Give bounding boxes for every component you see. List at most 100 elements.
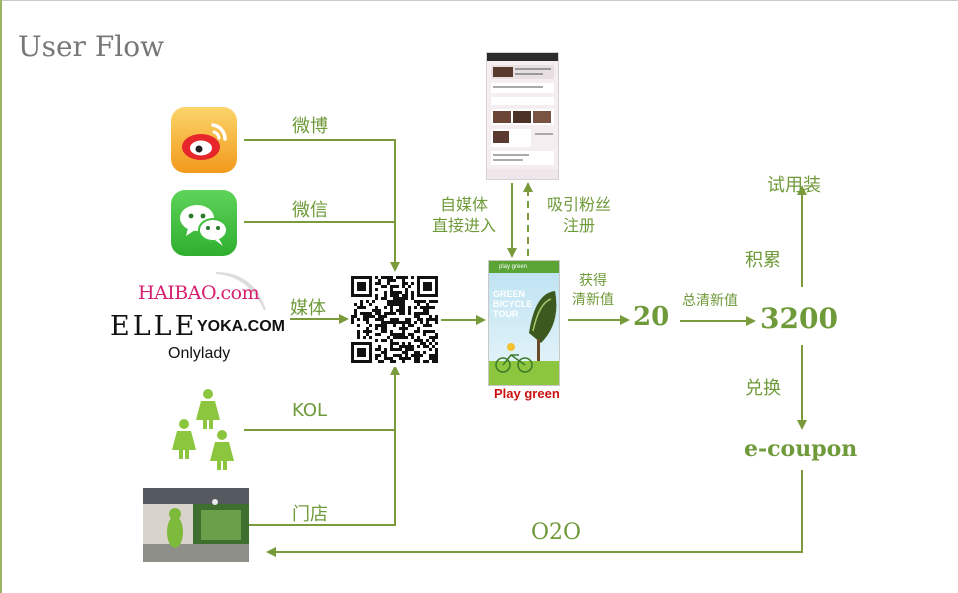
qr-module [375,276,378,279]
qr-module [402,360,405,363]
qr-module [390,291,393,294]
qr-module [399,306,402,309]
qr-module [369,345,372,348]
qr-module [363,351,366,354]
qr-module [396,354,399,357]
qr-module [351,285,354,288]
qr-module [384,330,387,333]
qr-module [360,312,363,315]
qr-module [372,300,375,303]
qr-module [414,357,417,360]
qr-module [417,312,420,315]
qr-module [360,351,363,354]
qr-module [411,282,414,285]
qr-module [384,315,387,318]
qr-module [420,306,423,309]
qr-module [426,312,429,315]
qr-module [381,321,384,324]
arrow-coupon-to-store [266,470,803,557]
qr-module [375,306,378,309]
qr-module [417,336,420,339]
qr-module [384,285,387,288]
qr-module [432,360,435,363]
qr-module [396,291,399,294]
qr-module [414,360,417,363]
qr-module [402,333,405,336]
poster-line-2: BICYCLE [493,299,533,309]
qr-module [426,324,429,327]
qr-module [420,312,423,315]
e-coupon-label: e-coupon [744,436,858,462]
qr-module [420,342,423,345]
qr-module [387,312,390,315]
qr-module [420,300,423,303]
qr-module [405,288,408,291]
qr-module [402,303,405,306]
qr-module [375,309,378,312]
wechat-icon [171,190,237,256]
qr-module [399,300,402,303]
qr-module [417,303,420,306]
qr-module [423,360,426,363]
qr-module [357,276,360,279]
qr-module [405,348,408,351]
qr-module [402,306,405,309]
qr-module [363,348,366,351]
qr-module [375,327,378,330]
qr-module [369,357,372,360]
qr-module [351,279,354,282]
attract-fans-label: 吸引粉丝 注册 [547,194,611,236]
qr-module [417,345,420,348]
qr-module [387,303,390,306]
qr-module [411,324,414,327]
qr-module [426,306,429,309]
qr-module [351,291,354,294]
app-header: play green [489,261,559,273]
qr-module [417,339,420,342]
qr-module [375,324,378,327]
qr-module [357,285,360,288]
qr-module [402,279,405,282]
qr-module [435,321,438,324]
qr-module [357,354,360,357]
qr-module [375,282,378,285]
gain-label: 获得 清新值 [570,272,616,310]
qr-module [417,351,420,354]
qr-module [435,288,438,291]
app-caption: Play green [494,386,560,401]
qr-module [414,312,417,315]
qr-module [387,357,390,360]
qr-module [360,348,363,351]
qr-module [408,348,411,351]
qr-module [417,300,420,303]
qr-module [435,348,438,351]
qr-module [351,345,354,348]
qr-module [432,276,435,279]
qr-module [423,276,426,279]
qr-module [375,357,378,360]
qr-module [369,312,372,315]
qr-module [417,357,420,360]
qr-module [357,330,360,333]
logo-haibao: HAIBAO.com [138,282,260,304]
top-border [0,0,958,1]
qr-module [423,330,426,333]
qr-module [357,333,360,336]
qr-module [432,318,435,321]
qr-module [426,276,429,279]
logo-onlylady: Onlylady [168,345,231,362]
qr-module [426,303,429,306]
qr-module [381,297,384,300]
qr-module [396,303,399,306]
qr-module [408,345,411,348]
qr-module [402,312,405,315]
qr-module [429,330,432,333]
store-photo [143,488,249,562]
qr-module [432,306,435,309]
qr-module [375,297,378,300]
qr-module [390,318,393,321]
qr-module [396,336,399,339]
kol-people-icon [172,389,234,470]
qr-module [360,342,363,345]
qr-module [357,351,360,354]
